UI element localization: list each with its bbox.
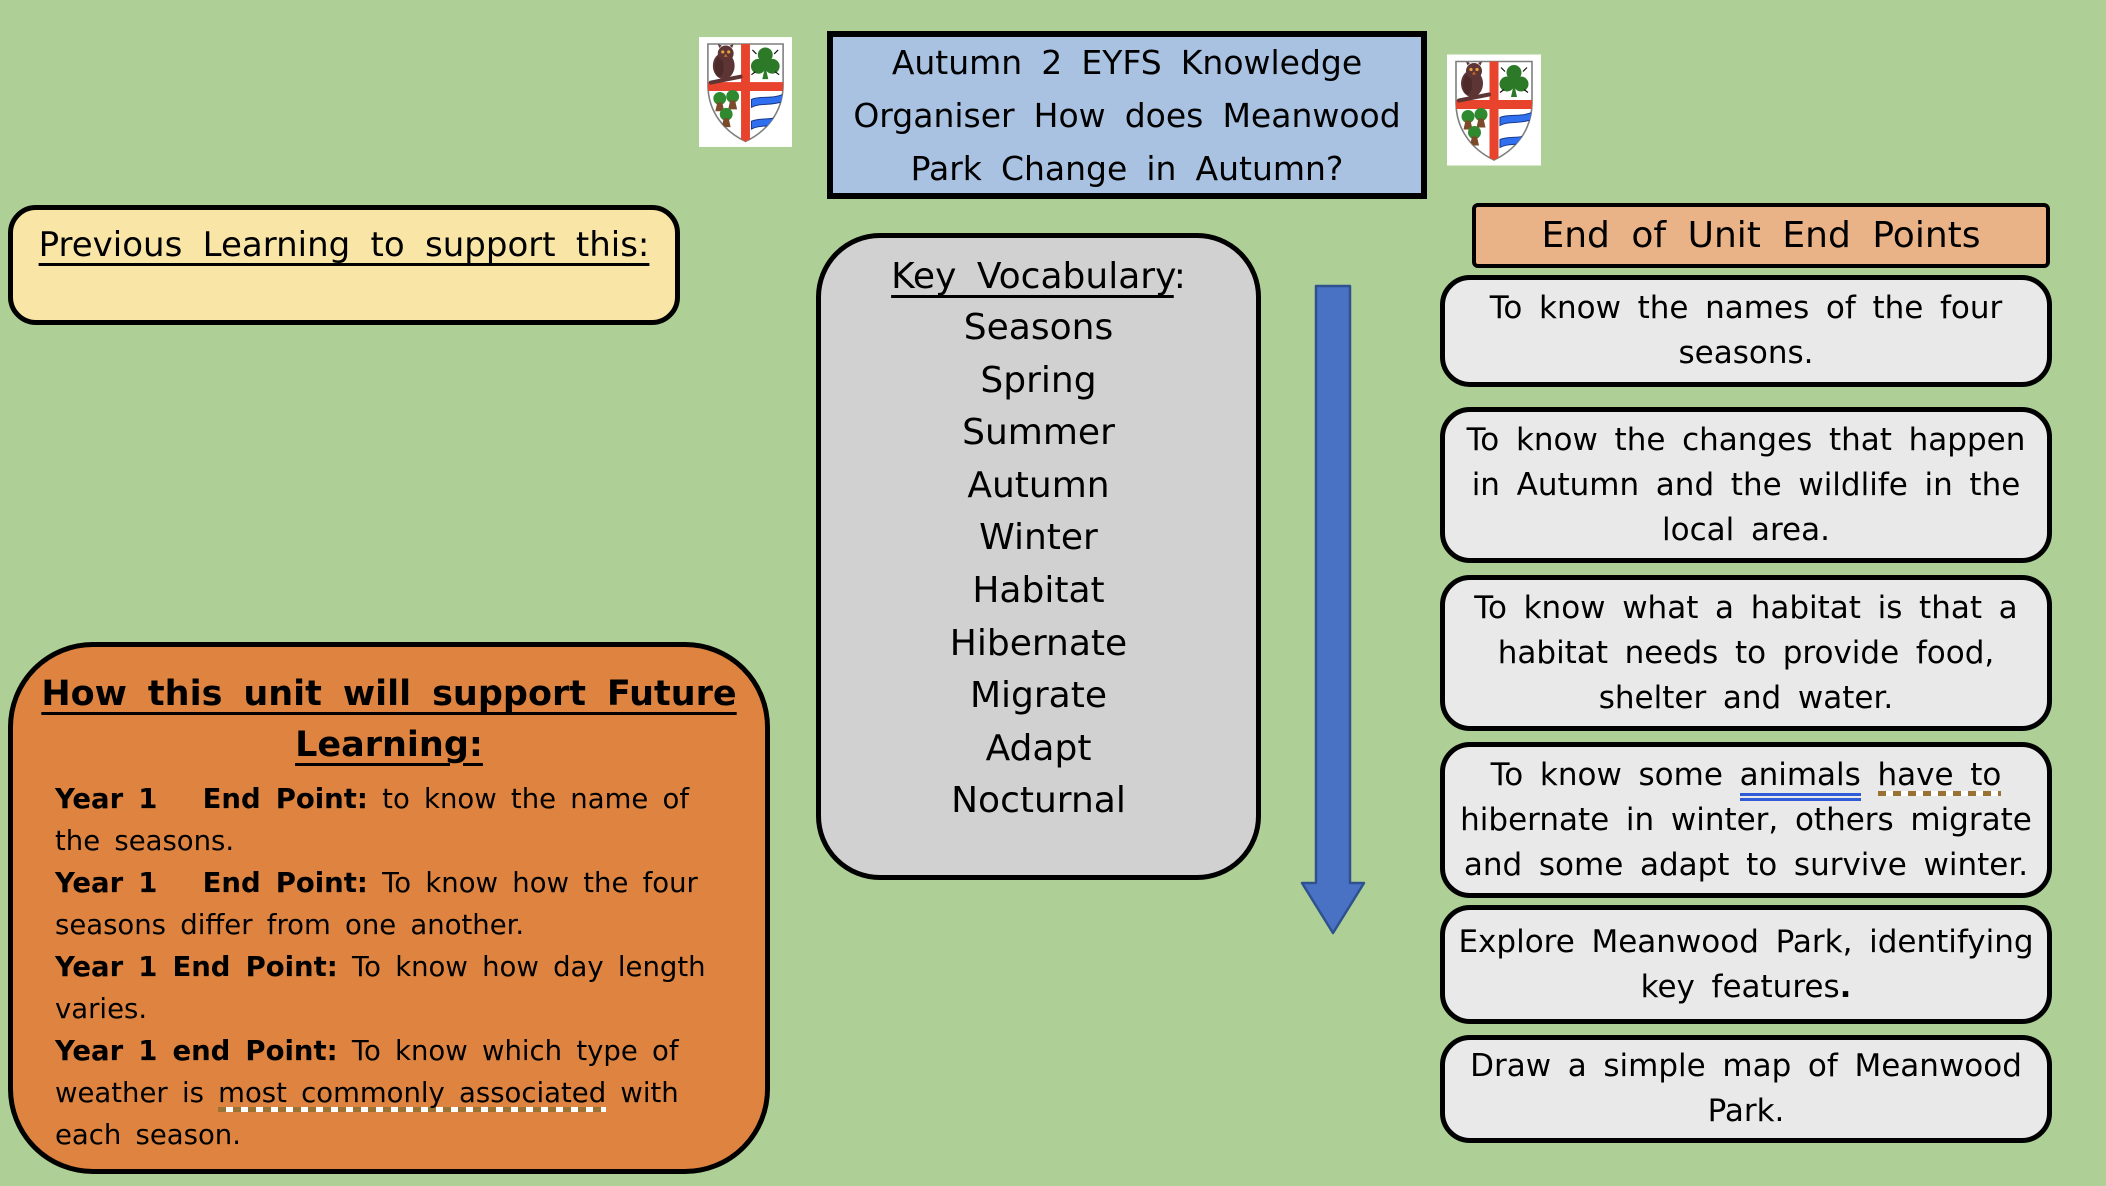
- vocabulary-word: Autumn: [967, 464, 1110, 506]
- page-title: Autumn 2 EYFS Knowledge Organiser How do…: [827, 31, 1427, 199]
- end-points-header: End of Unit End Points: [1472, 203, 2050, 268]
- end-point-box-4: To know some animals have to hibernate i…: [1440, 742, 2052, 898]
- future-learning-item: Year 1 End Point: to know the name of th…: [55, 783, 690, 857]
- end-point-box-6: Draw a simple map of Meanwood Park.: [1440, 1035, 2052, 1143]
- page-title-text: Autumn 2 EYFS Knowledge Organiser How do…: [853, 42, 1401, 188]
- end-point-box-3: To know what a habitat is that a habitat…: [1440, 575, 2052, 731]
- future-learning-items: Year 1 End Point: to know the name of th…: [13, 778, 765, 1156]
- vocabulary-word: Winter: [979, 517, 1098, 559]
- end-point-box-1: To know the names of the four seasons.: [1440, 275, 2052, 387]
- end-point-box-5: Explore Meanwood Park, identifying key f…: [1440, 905, 2052, 1024]
- end-point-text: To know the names of the four seasons.: [1489, 290, 2003, 371]
- end-point-text: Draw a simple map of Meanwood Park.: [1470, 1048, 2022, 1129]
- school-crest-icon-left: [699, 37, 792, 147]
- future-learning-item: Year 1 end Point: To know which type of …: [55, 1035, 679, 1151]
- end-point-text: To know some animals have to hibernate i…: [1460, 756, 2032, 883]
- end-points-header-label: End of Unit End Points: [1541, 215, 1981, 256]
- end-point-text: To know what a habitat is that a habitat…: [1474, 589, 2018, 716]
- future-learning-item: Year 1 End Point: To know how day length…: [55, 951, 706, 1025]
- vocabulary-word: Nocturnal: [951, 780, 1126, 822]
- key-vocabulary-title: Key Vocabulary:: [891, 256, 1186, 297]
- vocabulary-word: Spring: [980, 359, 1097, 401]
- previous-learning-box: Previous Learning to support this:: [8, 205, 680, 325]
- previous-learning-title: Previous Learning to support this:: [38, 225, 650, 265]
- future-learning-box: How this unit will support Future Learni…: [8, 642, 770, 1174]
- future-learning-item: Year 1 End Point: To know how the four s…: [55, 867, 698, 941]
- vocabulary-word: Summer: [962, 412, 1115, 454]
- vocabulary-word: Habitat: [972, 569, 1105, 611]
- vocabulary-word: Migrate: [969, 675, 1108, 717]
- school-crest-icon-right: [1447, 54, 1541, 166]
- vocabulary-word: Hibernate: [949, 622, 1128, 664]
- end-point-text: Explore Meanwood Park, identifying key f…: [1458, 923, 2034, 1005]
- end-point-box-2: To know the changes that happen in Autum…: [1440, 407, 2052, 563]
- end-point-text: To know the changes that happen in Autum…: [1466, 421, 2026, 548]
- future-learning-title: How this unit will support Future Learni…: [41, 674, 737, 765]
- down-arrow: [1300, 284, 1366, 935]
- vocabulary-word: Seasons: [963, 307, 1114, 348]
- vocabulary-word: Adapt: [985, 727, 1092, 769]
